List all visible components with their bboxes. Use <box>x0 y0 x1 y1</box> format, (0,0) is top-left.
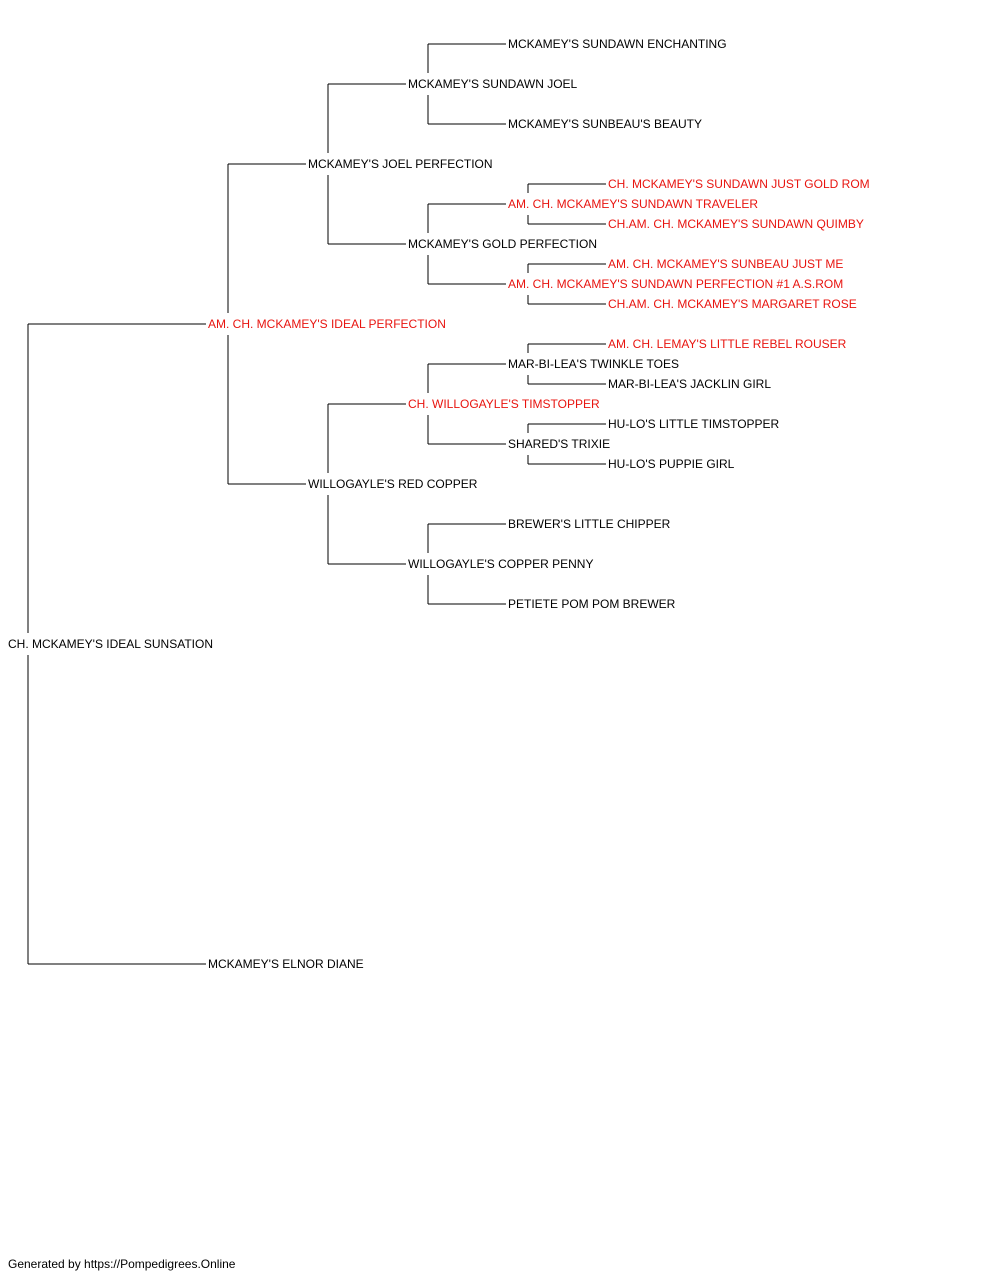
dog-name: HU-LO'S PUPPIE GIRL <box>606 457 737 471</box>
dog-name: AM. CH. MCKAMEY'S SUNDAWN PERFECTION #1 … <box>506 277 846 291</box>
dog-name: AM. CH. MCKAMEY'S SUNDAWN TRAVELER <box>506 197 761 211</box>
dog-name: CH. MCKAMEY'S IDEAL SUNSATION <box>6 637 215 651</box>
dog-name: MCKAMEY'S SUNBEAU'S BEAUTY <box>506 117 704 131</box>
dog-name: MCKAMEY'S SUNDAWN ENCHANTING <box>506 37 729 51</box>
dog-name: MCKAMEY'S ELNOR DIANE <box>206 957 366 971</box>
dog-name: AM. CH. MCKAMEY'S SUNBEAU JUST ME <box>606 257 846 271</box>
dog-name: WILLOGAYLE'S RED COPPER <box>306 477 480 491</box>
dog-name: CH.AM. CH. MCKAMEY'S SUNDAWN QUIMBY <box>606 217 866 231</box>
dog-name: MAR-BI-LEA'S TWINKLE TOES <box>506 357 681 371</box>
dog-name: MCKAMEY'S SUNDAWN JOEL <box>406 77 580 91</box>
dog-name: CH.AM. CH. MCKAMEY'S MARGARET ROSE <box>606 297 859 311</box>
dog-name: AM. CH. MCKAMEY'S IDEAL PERFECTION <box>206 317 448 331</box>
footer-credit: Generated by https://Pompedigrees.Online <box>8 1257 236 1271</box>
dog-name: MCKAMEY'S JOEL PERFECTION <box>306 157 495 171</box>
dog-name: BREWER'S LITTLE CHIPPER <box>506 517 673 531</box>
dog-name: MCKAMEY'S GOLD PERFECTION <box>406 237 599 251</box>
dog-name: AM. CH. LEMAY'S LITTLE REBEL ROUSER <box>606 337 849 351</box>
dog-name: CH. MCKAMEY'S SUNDAWN JUST GOLD ROM <box>606 177 872 191</box>
dog-name: SHARED'S TRIXIE <box>506 437 613 451</box>
dog-name: PETIETE POM POM BREWER <box>506 597 678 611</box>
dog-name: WILLOGAYLE'S COPPER PENNY <box>406 557 596 571</box>
dog-name: MAR-BI-LEA'S JACKLIN GIRL <box>606 377 773 391</box>
dog-name: HU-LO'S LITTLE TIMSTOPPER <box>606 417 782 431</box>
dog-name: CH. WILLOGAYLE'S TIMSTOPPER <box>406 397 602 411</box>
